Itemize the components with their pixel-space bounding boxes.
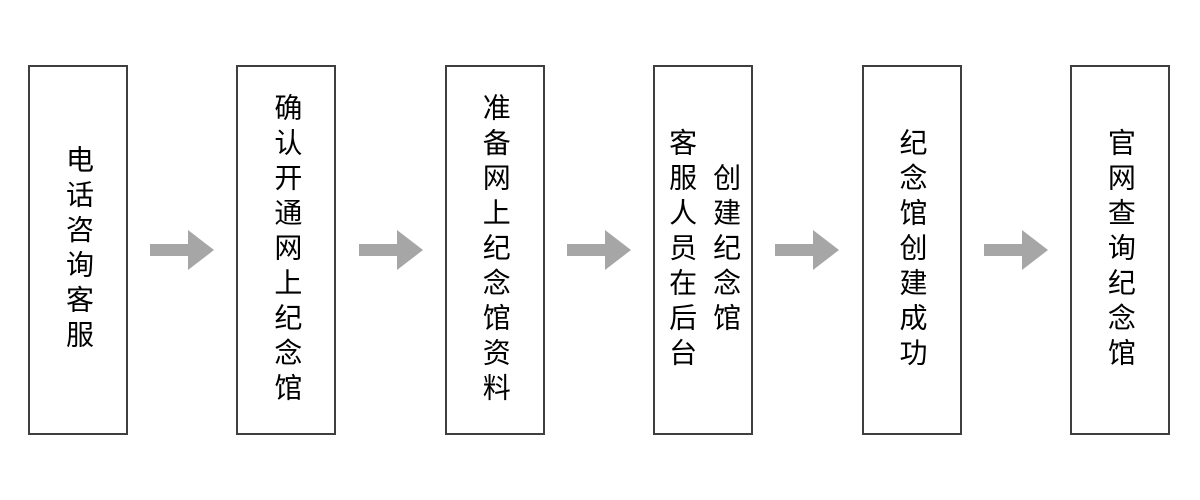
arrow-right-icon: [775, 230, 840, 270]
flow-step-text: 官网查询纪念馆: [1104, 127, 1136, 373]
flow-step-text: 电话咨询客服: [63, 145, 94, 355]
flow-step-text: 客服人员在后台 创建纪念馆: [666, 127, 742, 373]
flow-step-label: 电话咨询客服: [63, 145, 94, 355]
flow-step-label-col2: 创建纪念馆: [710, 162, 742, 338]
flow-step-confirm-open: 确认开通网上纪念馆: [236, 65, 337, 435]
flow-step-label-col1: 客服人员在后台: [666, 127, 698, 373]
flow-step-text: 确认开通网上纪念馆: [271, 92, 303, 408]
flow-step-label: 官网查询纪念馆: [1104, 127, 1136, 373]
arrow-right-icon: [566, 230, 631, 270]
flow-step-label: 确认开通网上纪念馆: [271, 92, 303, 408]
flow-step-text: 纪念馆创建成功: [896, 127, 928, 373]
flow-step-staff-create: 客服人员在后台 创建纪念馆: [653, 65, 754, 435]
flow-step-phone-consult: 电话咨询客服: [28, 65, 128, 435]
flow-step-query-official-site: 官网查询纪念馆: [1069, 65, 1170, 435]
flow-step-prepare-materials: 准备网上纪念馆资料: [444, 65, 545, 435]
flow-step-label: 纪念馆创建成功: [896, 127, 928, 373]
flow-step-label: 准备网上纪念馆资料: [479, 92, 511, 408]
arrow-right-icon: [983, 230, 1048, 270]
flow-step-text: 准备网上纪念馆资料: [479, 92, 511, 408]
arrow-right-icon: [358, 230, 423, 270]
flow-step-create-success: 纪念馆创建成功: [861, 65, 962, 435]
arrow-right-icon: [150, 230, 215, 270]
